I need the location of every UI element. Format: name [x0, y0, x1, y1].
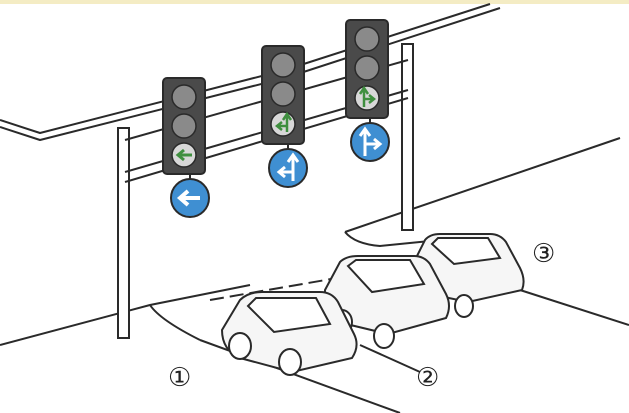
straight-right-sign-icon: [358, 126, 383, 156]
sign-disc: [268, 148, 308, 188]
right-pole: [401, 43, 414, 231]
top-edge-strip: [0, 0, 629, 4]
sign-middle: [268, 144, 308, 188]
left-straight-arrow-signal-icon: [274, 111, 293, 132]
right-curb: [344, 137, 621, 233]
car-window: [346, 259, 426, 294]
left-straight-sign-icon: [276, 152, 300, 181]
left-curb-corner: [149, 304, 201, 341]
lane-label-1: ①: [168, 363, 191, 393]
lane-label-2: ②: [416, 363, 439, 393]
sign-left: [170, 174, 210, 218]
sign-disc: [350, 122, 390, 162]
car-window: [430, 237, 502, 266]
signal-head-left: [162, 77, 206, 175]
car-wheel: [228, 332, 252, 360]
signal-lamp-red: [354, 26, 380, 52]
straight-right-arrow-signal-icon: [358, 85, 377, 107]
sign-right: [350, 118, 390, 162]
signal-lamp-yellow: [354, 55, 380, 81]
car-1: [220, 291, 358, 376]
left-arrow-signal-icon: [175, 148, 192, 162]
car-window: [246, 297, 332, 334]
car-wheel: [373, 323, 395, 349]
signal-lamp-arrow: [270, 111, 296, 137]
left-pole: [117, 127, 130, 339]
right-curb-corner: [344, 231, 441, 247]
signal-head-middle: [261, 45, 305, 145]
car-wheel: [454, 294, 474, 318]
left-turn-sign-icon: [176, 189, 200, 207]
lane-line-2: [359, 344, 421, 373]
lane-label-3: ③: [532, 239, 555, 269]
lane-line-3: [519, 289, 629, 326]
signal-lamp-yellow: [270, 81, 296, 107]
signal-head-right: [345, 19, 389, 119]
signal-lamp-red: [171, 84, 197, 110]
car-wheel: [278, 348, 302, 376]
signal-lamp-yellow: [171, 113, 197, 139]
signal-lamp-red: [270, 52, 296, 78]
